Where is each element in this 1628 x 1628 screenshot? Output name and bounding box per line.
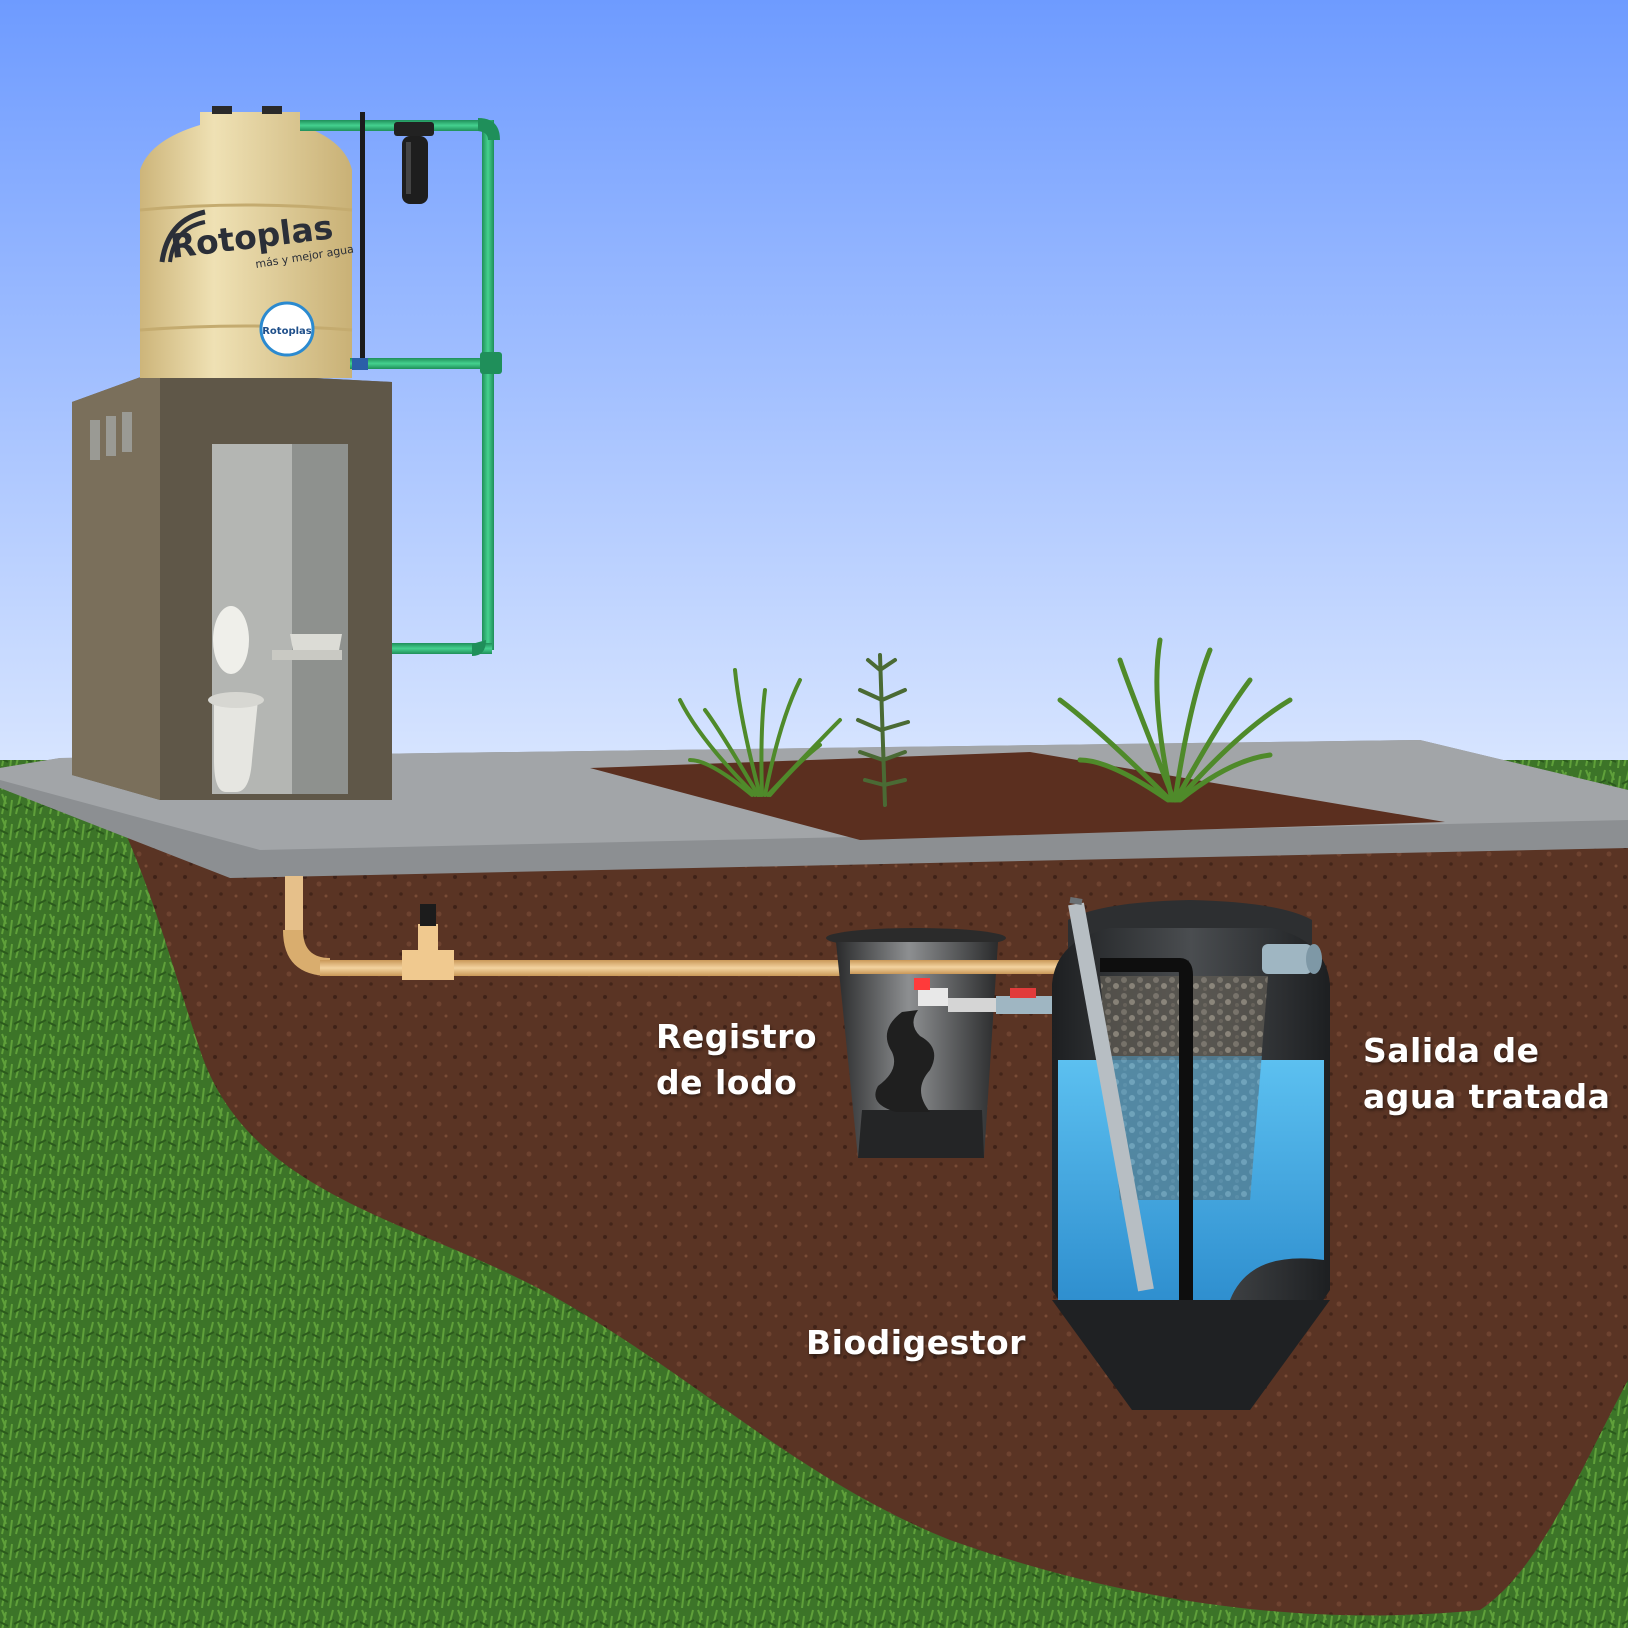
label-registro-line1: Registro [656,1017,818,1056]
label-salida-line2: agua tratada [1363,1077,1611,1116]
tank-badge: Rotoplas [259,301,315,357]
badge-brand: Rotoplas [262,326,312,337]
sink-icon [272,634,342,660]
vent-1 [90,420,100,460]
label-biodigestor-text: Biodigestor [806,1323,1026,1362]
drain-pipe [283,876,850,980]
bathroom-hut [72,370,392,800]
label-registro-de-lodo: Registro de lodo [656,1014,817,1106]
label-salida-agua-tratada: Salida de agua tratada [1363,1028,1610,1120]
biodigester-tank [1052,897,1330,1410]
vent-2 [106,416,116,456]
connector-pipe [850,960,1060,1014]
garden-bed [590,752,1445,840]
toilet-icon [208,606,264,792]
biodigester-cone [1052,1300,1330,1410]
plant-left [678,668,842,797]
sludge-register [826,928,1006,1158]
label-salida-line1: Salida de [1363,1031,1540,1070]
plant-right [1057,637,1293,803]
label-biodigestor: Biodigestor [806,1320,1026,1366]
vent-3 [122,412,132,452]
plant-middle [856,653,910,807]
water-filter [394,122,434,204]
label-registro-line2: de lodo [656,1063,798,1102]
